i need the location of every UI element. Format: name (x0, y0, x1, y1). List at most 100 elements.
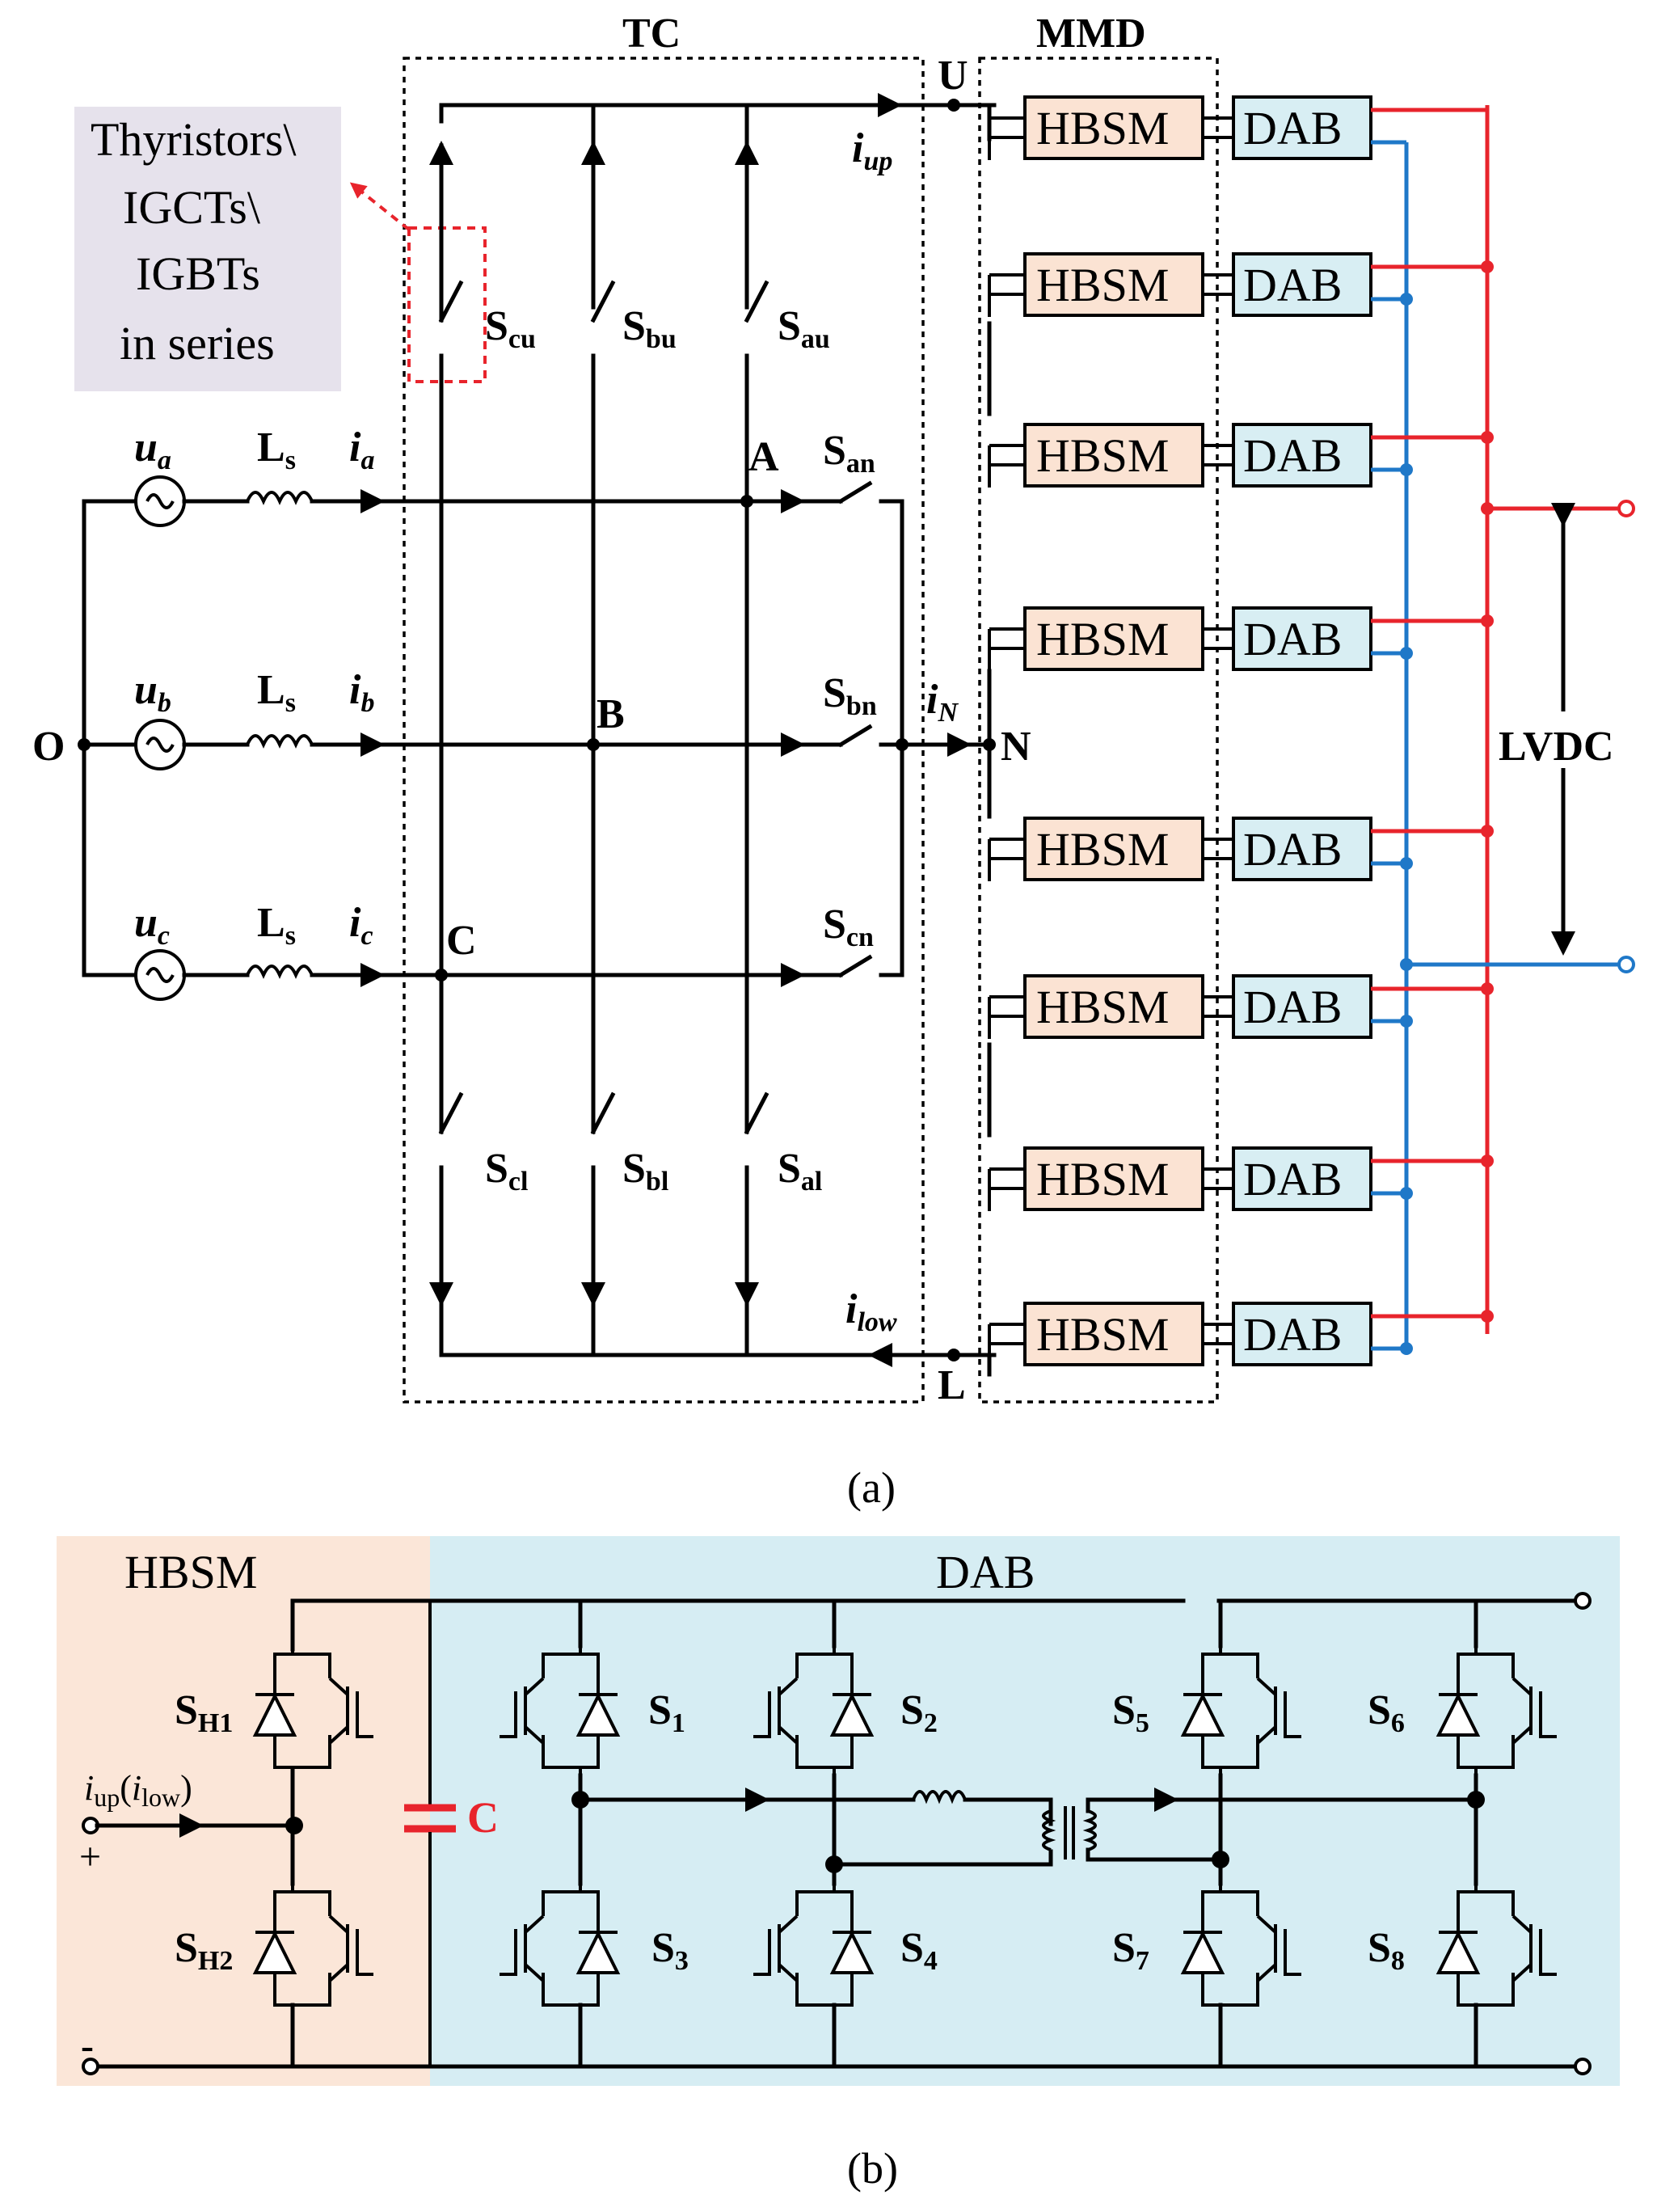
i-b-label: ib (349, 667, 374, 718)
note-line-4: in series (120, 317, 275, 369)
switch-5-label: S5 (1112, 1687, 1149, 1738)
i-c-label: ic (349, 900, 373, 951)
igbt-switch (1180, 1646, 1301, 1775)
dab-label: DAB (1243, 613, 1342, 665)
dab-out-neg-terminal (1574, 2058, 1592, 2075)
hbsm-box (1023, 1302, 1204, 1366)
dab-out-pos-terminal (1574, 1592, 1592, 1610)
switch-8-label: S8 (1368, 1925, 1405, 1976)
igbt-switch (500, 1884, 621, 2013)
minus-sign: - (81, 2024, 94, 2067)
u-b-label: ub (134, 667, 171, 718)
igbt-devices (252, 1646, 1557, 2013)
hbsm-label: HBSM (1036, 981, 1169, 1033)
node-a: A (748, 434, 779, 480)
scu-highlight (407, 226, 487, 383)
hbsm-label: HBSM (1036, 259, 1169, 311)
note-arrow (349, 182, 411, 231)
hbsm-label: HBSM (1036, 429, 1169, 482)
dab-label: DAB (1243, 259, 1342, 311)
lvdc-terminal-neg (1617, 956, 1635, 973)
igbt-switch (1436, 1646, 1557, 1775)
igbt-switch (252, 1884, 373, 2013)
tc-box (403, 57, 925, 1404)
mmd-module-row: HBSM DAB (988, 252, 1494, 317)
switch-4-label: S4 (900, 1925, 938, 1976)
hbsm-box (1023, 423, 1204, 488)
i-up-label: iup (852, 125, 892, 176)
neutral-switch-bank (837, 480, 996, 978)
hbsm-box (1023, 95, 1204, 160)
hbsm-label: HBSM (1036, 823, 1169, 876)
switch-h2-label: SH2 (175, 1925, 233, 1976)
leg-a (735, 103, 769, 1357)
switch-cu-label: Scu (485, 303, 536, 354)
igbt-switch (500, 1646, 621, 1775)
switch-2-label: S2 (900, 1687, 938, 1738)
hbsm-label: HBSM (1036, 1153, 1169, 1205)
hbsm-title: HBSM (124, 1546, 257, 1598)
dab-background (430, 1536, 1620, 2086)
ls-a-label: Ls (257, 424, 296, 475)
node-b: B (597, 691, 625, 737)
note-line-3: IGBTs (136, 247, 260, 300)
plus-sign: + (79, 1835, 101, 1878)
switch-7-label: S7 (1112, 1925, 1149, 1976)
capacitor-label: C (467, 1793, 499, 1842)
hbsm-box (1023, 606, 1204, 671)
dab-label: DAB (1243, 1153, 1342, 1205)
u-c-label: uc (134, 900, 170, 951)
hbsm-box (1023, 1146, 1204, 1211)
switch-3-label: S3 (651, 1925, 689, 1976)
node-l: L (938, 1362, 966, 1408)
i-a-label: ia (349, 424, 374, 475)
note-line-2: IGCTs\ (123, 181, 261, 234)
igbt-switch (252, 1646, 373, 1775)
dab-box (1232, 974, 1372, 1039)
tc-label: TC (622, 11, 681, 57)
node-n: N (1001, 724, 1031, 770)
igbt-switch (1436, 1884, 1557, 2013)
dab-label: DAB (1243, 981, 1342, 1033)
switch-bl-label: Sbl (622, 1146, 668, 1197)
hbsm-box (1023, 252, 1204, 317)
dab-label: DAB (1243, 429, 1342, 482)
switch-1-label: S1 (648, 1687, 685, 1738)
ls-b-label: Ls (257, 667, 296, 718)
caption-b: (b) (847, 2144, 898, 2193)
switch-au-label: Sau (778, 303, 830, 354)
note-box (74, 107, 341, 391)
switch-h1-label: SH1 (175, 1687, 233, 1738)
dab-box (1232, 252, 1372, 317)
mmd-module-row: HBSM DAB (988, 423, 1494, 488)
dab-label: DAB (1243, 102, 1342, 154)
hbsm-box (1023, 817, 1204, 881)
dab-box (1232, 1146, 1372, 1211)
note-line-1: Thyristors\ (91, 113, 297, 166)
phase-row-a (82, 475, 843, 527)
switch-al-label: Sal (778, 1146, 822, 1197)
switch-cn-label: Scn (823, 901, 874, 952)
igbt-switch (1180, 1884, 1301, 2013)
hbsm-neg-terminal (82, 2058, 99, 2075)
lvdc-label: LVDC (1499, 724, 1614, 770)
node-c: C (446, 918, 477, 964)
switch-6-label: S6 (1368, 1687, 1405, 1738)
hbsm-background (57, 1536, 430, 2086)
input-current-label: iup(ilow) (84, 1768, 192, 1812)
dab-label: DAB (1243, 1308, 1342, 1361)
phase-row-b (82, 719, 843, 770)
leg-c (429, 103, 464, 1357)
mmd-module-row: HBSM DAB (988, 817, 1494, 881)
hbsm-label: HBSM (1036, 613, 1169, 665)
u-a-label: ua (134, 424, 171, 475)
mmd-module-row: HBSM DAB (988, 606, 1494, 671)
caption-a: (a) (847, 1463, 896, 1512)
mmd-module-row: HBSM DAB (988, 974, 1494, 1039)
mmd-box (978, 57, 1219, 1404)
dab-box (1232, 606, 1372, 671)
panel-b: HBSM DAB + - iup(ilow) C (57, 1536, 1620, 2193)
dab-label: DAB (1243, 823, 1342, 876)
